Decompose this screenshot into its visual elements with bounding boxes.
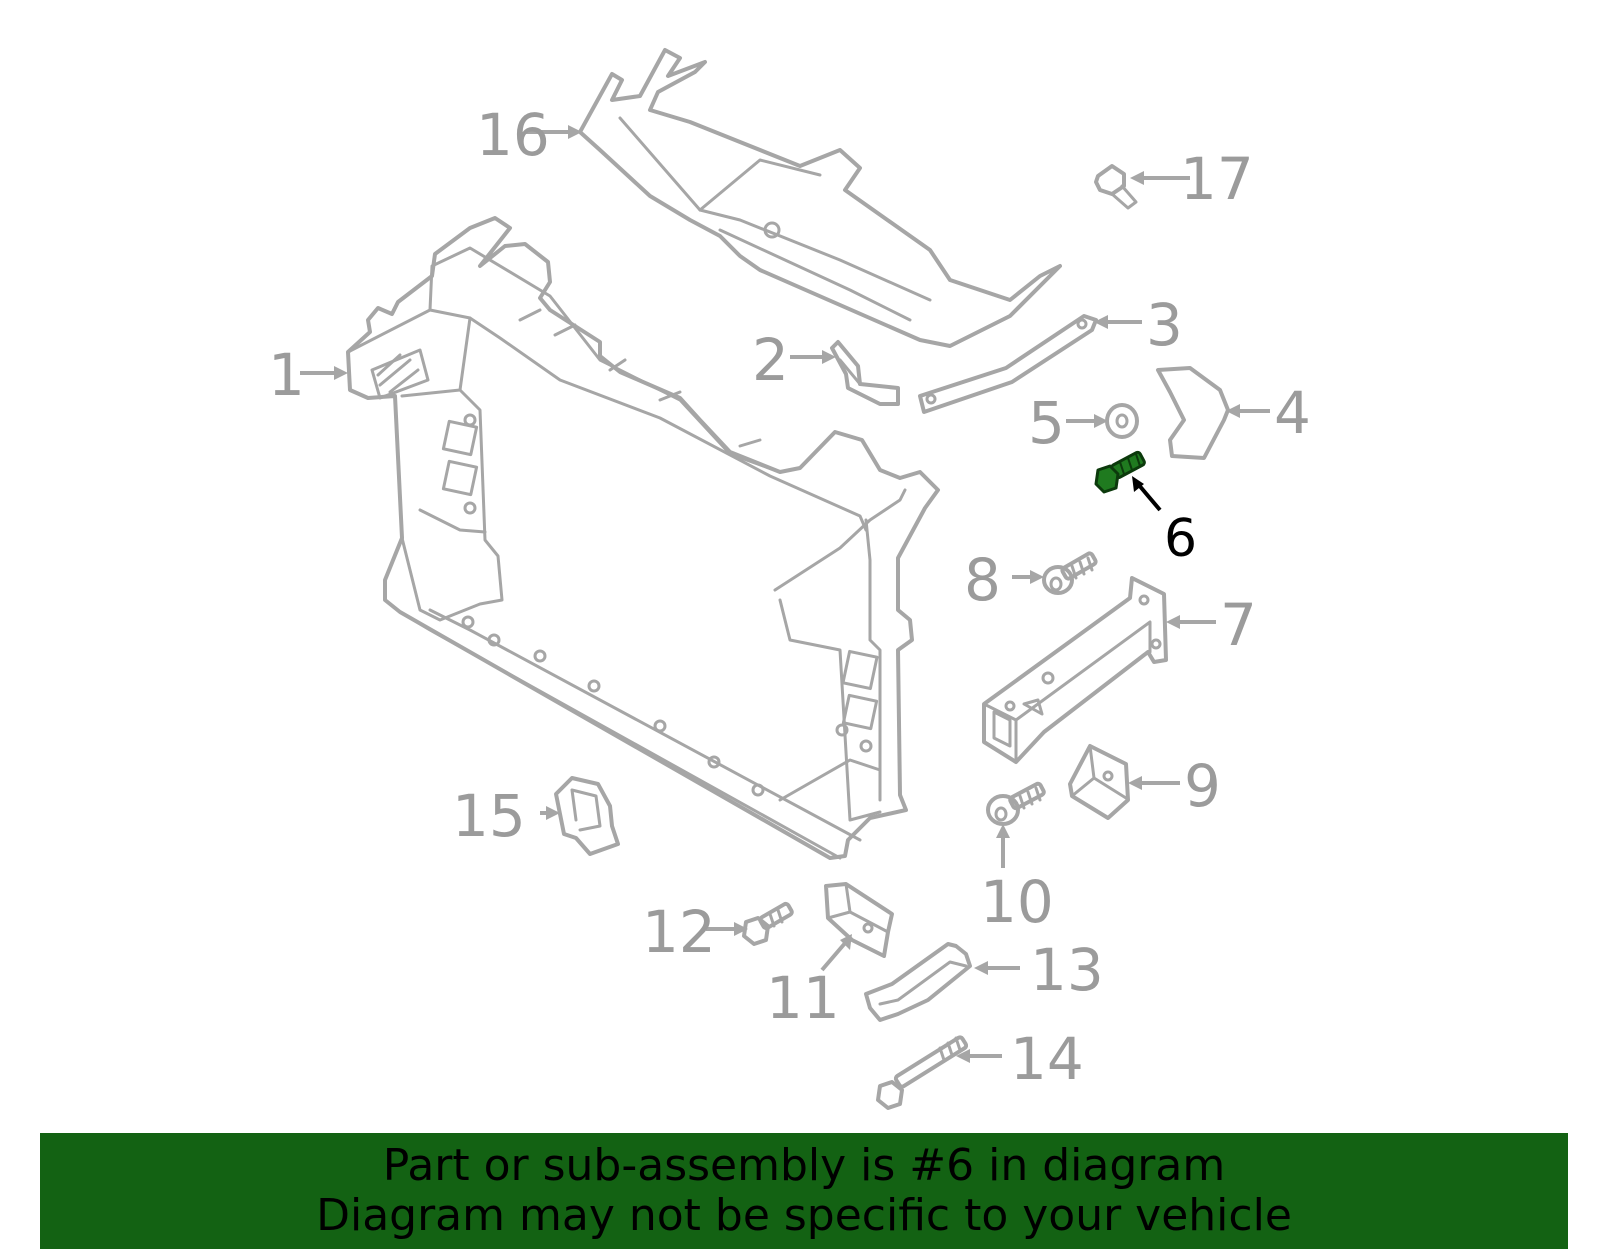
callout-9: 9 (1184, 752, 1221, 820)
info-banner: Part or sub-assembly is #6 in diagram Di… (40, 1133, 1568, 1249)
part-7-bracket (982, 576, 1168, 764)
callout-6: 6 (1164, 509, 1197, 569)
part-15-mount (554, 776, 620, 856)
leader-lines (300, 125, 1270, 1063)
callout-4: 4 (1274, 379, 1311, 447)
part-3-strip (918, 314, 1098, 414)
callout-3: 3 (1146, 291, 1183, 359)
part-9-bracket (1068, 744, 1130, 820)
callout-10: 10 (980, 868, 1054, 936)
callout-2: 2 (752, 326, 789, 394)
callout-11: 11 (766, 964, 840, 1032)
part-11-bracket (824, 882, 894, 958)
callout-8: 8 (964, 546, 1001, 614)
callout-5: 5 (1028, 389, 1065, 457)
callout-12: 12 (642, 898, 716, 966)
callout-labels: 16 1 2 3 4 5 17 6 8 7 9 10 15 12 11 13 1… (268, 101, 1311, 1093)
leader-6 (1136, 482, 1162, 512)
leader-11 (820, 940, 848, 972)
callout-16: 16 (476, 101, 550, 169)
callout-7: 7 (1220, 591, 1257, 659)
part-10-screw (986, 781, 1046, 826)
part-1-radiator-support (346, 216, 940, 860)
part-16-upper-cover (578, 48, 1062, 348)
part-2-bracket (830, 340, 900, 406)
part-14-bolt (876, 1035, 969, 1110)
banner-line-2: Diagram may not be specific to your vehi… (316, 1190, 1292, 1241)
part-17-clip (1094, 164, 1138, 210)
callout-13: 13 (1030, 936, 1104, 1004)
callout-1: 1 (268, 341, 305, 409)
part-8-screw (1042, 551, 1098, 595)
callout-15: 15 (452, 782, 526, 850)
part-4-shield (1156, 366, 1230, 460)
part-6-bolt (1094, 450, 1146, 494)
part-5-washer (1105, 403, 1139, 439)
banner-line-1: Part or sub-assembly is #6 in diagram (382, 1140, 1226, 1191)
part-12-bolt (742, 901, 794, 946)
part-13-bar (864, 942, 972, 1022)
callout-17: 17 (1180, 145, 1254, 213)
callout-14: 14 (1010, 1025, 1084, 1093)
